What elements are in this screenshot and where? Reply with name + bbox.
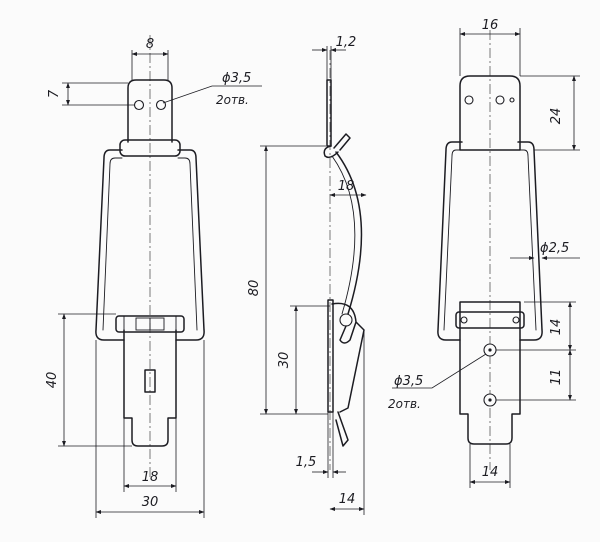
side-lower-pivot: [339, 313, 353, 327]
back-wire-bail-left: [437, 141, 463, 341]
front-top-ear: [127, 79, 173, 143]
front-ear-hole-left: [133, 99, 145, 111]
back-top-hole-small: [509, 97, 515, 103]
back-top-hole-left: [464, 95, 474, 105]
front-overall-width-label: 30: [142, 495, 159, 510]
back-hole-spacing-lower-label: 11: [549, 369, 564, 386]
side-view: 1,2 18 80 30 1,5 14: [247, 35, 367, 515]
back-pin-diameter-label: ϕ2,5: [540, 241, 569, 256]
back-bottom-width-label: 14: [482, 465, 499, 480]
side-top-plate: [326, 79, 332, 147]
back-pin-hole: [460, 316, 468, 324]
front-ear-height-label: 7: [47, 89, 62, 98]
front-hook-height-label: 40: [45, 372, 60, 389]
back-view: 16 24 ϕ2,5 14 11 14 ϕ3,5 2отв.: [388, 18, 580, 488]
side-latch-tab: [333, 133, 351, 151]
front-view: 8 7 40 18 30 ϕ3,5 2отв.: [45, 35, 262, 518]
front-hook-slot: [144, 369, 156, 393]
back-bottom-hole-lower-center: [488, 398, 492, 402]
back-bottom-hole-upper-center: [488, 348, 492, 352]
back-top-height-label: 24: [549, 108, 564, 125]
front-hook-width-label: 18: [142, 470, 159, 485]
front-top-hinge: [119, 139, 181, 157]
front-top-width-label: 8: [146, 37, 154, 52]
side-bottom-tip: [335, 411, 349, 447]
side-bow-depth-label: 18: [338, 179, 355, 194]
back-hole-spacing-upper-label: 14: [549, 319, 564, 336]
front-hole-diameter: ϕ3,5: [222, 71, 251, 86]
back-lower-hinge: [455, 311, 525, 329]
back-wire-bail-right: [517, 141, 543, 341]
back-wire-bail-right-inner: [517, 149, 537, 331]
front-ear-hole-right: [155, 99, 167, 111]
side-top-hinge: [323, 145, 339, 159]
side-bottom-plate: [327, 299, 334, 413]
back-wire-bail-left-inner: [443, 149, 463, 331]
side-base-width-label: 14: [339, 492, 356, 507]
front-wire-bail-inner-right: [177, 157, 198, 331]
front-hole-count: 2отв.: [216, 93, 249, 107]
side-thickness-label: 1,2: [336, 35, 357, 50]
back-top-plate: [459, 75, 521, 151]
back-top-width-label: 16: [482, 18, 499, 33]
side-lower-hook: [331, 302, 365, 413]
side-overall-height-label: 80: [247, 280, 262, 297]
side-bail-inner: [331, 155, 356, 315]
back-hole-diameter: ϕ3,5: [394, 374, 423, 389]
front-hook-plate: [123, 329, 177, 447]
back-pin-hole-right: [512, 316, 520, 324]
front-wire-bail-outer-right: [175, 149, 205, 341]
side-lower-height-label: 30: [277, 352, 292, 369]
back-top-hole-right: [495, 95, 505, 105]
front-wire-bail-inner: [102, 157, 123, 331]
side-plate-thickness-label: 1,5: [296, 455, 317, 470]
front-hole-leader: [162, 85, 262, 104]
front-lower-hinge: [115, 315, 185, 333]
back-hole-count: 2отв.: [388, 397, 421, 411]
side-bail-outer: [335, 151, 363, 315]
front-wire-bail-outer: [95, 149, 125, 341]
back-hole-leader: [392, 353, 487, 389]
back-bottom-plate: [459, 301, 521, 445]
